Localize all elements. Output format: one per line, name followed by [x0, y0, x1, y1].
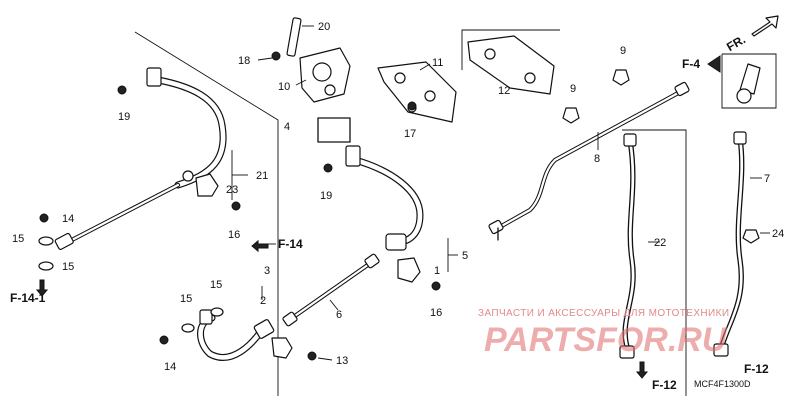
- watermark: ЗАПЧАСТИ И АКСЕССУАРЫ ДЛЯ МОТОТЕХНИКИ PA…: [478, 308, 729, 359]
- callout-14a: 14: [62, 213, 74, 225]
- callout-15b: 15: [62, 261, 74, 273]
- callouts: 20 18 10 11 12 9 9 17 19 19 4 21 23 16 1…: [12, 21, 784, 373]
- callout-23: 23: [226, 184, 238, 196]
- diagram-code: MCF4F1300D: [694, 379, 751, 389]
- bracket-12: [467, 35, 555, 95]
- group-frame-left: [134, 31, 279, 396]
- callout-13: 13: [336, 355, 348, 367]
- hose-assembly-4: [54, 67, 227, 250]
- callout-11: 11: [432, 57, 443, 69]
- callout-15a: 15: [12, 233, 24, 245]
- watermark-line1: ЗАПЧАСТИ И АКСЕССУАРЫ ДЛЯ МОТОТЕХНИКИ: [478, 308, 729, 319]
- callout-24: 24: [772, 228, 784, 240]
- callout-9b: 9: [570, 83, 576, 95]
- leader-lines: [231, 25, 770, 361]
- callout-15d: 15: [210, 279, 222, 291]
- callout-8: 8: [594, 153, 600, 165]
- fr-arrow-icon: [751, 15, 779, 37]
- bolt-parts: [38, 51, 760, 361]
- fitting-20: [286, 17, 302, 57]
- callout-22: 22: [654, 237, 666, 249]
- bracket-11: [377, 61, 457, 123]
- callout-12: 12: [498, 85, 510, 97]
- callout-2: 2: [260, 295, 266, 307]
- hose-5: [317, 117, 424, 283]
- callout-16b: 16: [430, 307, 442, 319]
- group-frame-bracket: [461, 29, 560, 70]
- hose-6: [282, 253, 380, 327]
- brake-line-22: [619, 133, 637, 359]
- callout-18: 18: [238, 55, 250, 67]
- watermark-line2: PARTSFOR.RU: [484, 321, 728, 359]
- callout-3: 3: [264, 265, 270, 277]
- callout-1: 1: [434, 265, 440, 277]
- callout-19a: 19: [118, 111, 130, 123]
- ref-f14-top: F-14: [278, 237, 303, 251]
- brake-line-7: [713, 131, 747, 357]
- ref-f4: F-4: [682, 57, 700, 71]
- ref-f12-bottom: F-12: [652, 378, 677, 392]
- callout-16a: 16: [228, 229, 240, 241]
- ref-f12-right: F-12: [744, 362, 769, 376]
- inset-f4: [707, 53, 777, 109]
- callout-9a: 9: [620, 45, 626, 57]
- callout-19b: 19: [320, 190, 332, 202]
- ref-fr: FR.: [724, 32, 748, 54]
- callout-10: 10: [278, 81, 290, 93]
- bracket-10: [299, 47, 351, 103]
- callout-7: 7: [764, 173, 770, 185]
- callout-21: 21: [256, 170, 268, 182]
- callout-6: 6: [336, 309, 342, 321]
- callout-20: 20: [318, 21, 330, 33]
- callout-17: 17: [404, 128, 416, 140]
- brake-line-8: [488, 81, 690, 241]
- callout-15c: 15: [180, 293, 192, 305]
- callout-4: 4: [284, 121, 290, 133]
- group-frame-right: [622, 129, 687, 396]
- callout-5: 5: [462, 250, 468, 262]
- callout-14b: 14: [164, 361, 176, 373]
- ref-f14-1: F-14-1: [10, 291, 46, 305]
- hose-2: [197, 309, 293, 361]
